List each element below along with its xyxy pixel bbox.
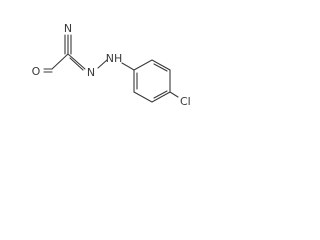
atom-labels: N O N NH Cl <box>32 22 191 108</box>
bond-central-to-aldehyde <box>51 53 69 70</box>
atom-label-chlorine: Cl <box>180 95 191 108</box>
nitrile-triple-bond <box>64 34 72 55</box>
aldehyde-double-bond <box>43 68 53 73</box>
atom-label-oxygen: O <box>32 65 41 78</box>
bond-ring-to-cl <box>169 91 179 98</box>
chemical-structure: N O N NH Cl <box>32 22 191 108</box>
bond-n-to-nh <box>97 59 108 69</box>
bond-lines <box>43 34 179 103</box>
benzene-ring <box>133 59 171 103</box>
atom-label-nitrile-n: N <box>64 22 72 35</box>
hydrazone-double-bond <box>67 53 86 71</box>
atom-label-amine-nh: NH <box>106 52 123 65</box>
bond-nh-to-ring <box>121 62 135 71</box>
atom-label-azo-n: N <box>87 66 95 79</box>
